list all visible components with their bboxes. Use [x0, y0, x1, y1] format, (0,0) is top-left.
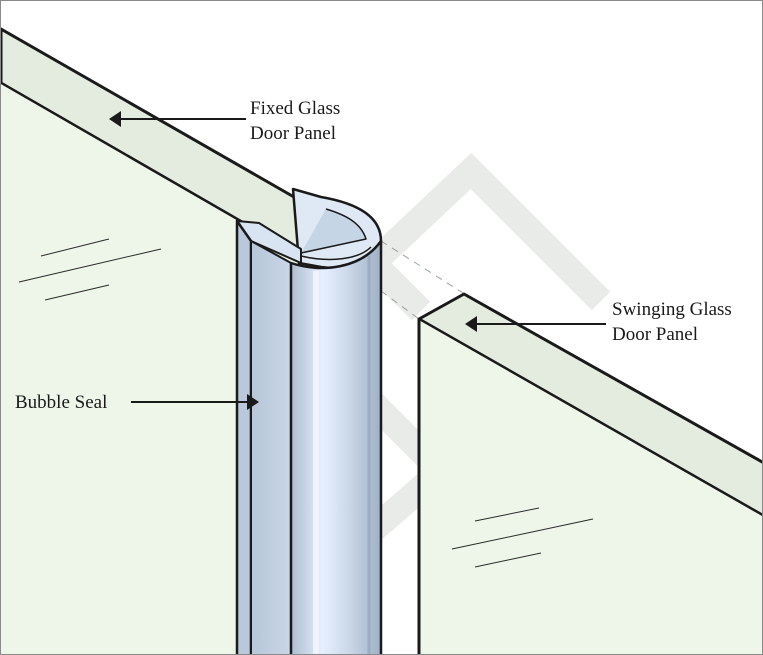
alignment-guides — [380, 240, 464, 320]
bubble-seal-label-text: Bubble Seal — [15, 392, 108, 413]
glass-reflection-lines-right — [451, 507, 594, 568]
bubble-seal-label: Bubble Seal — [15, 390, 107, 415]
swinging-panel-label-line2: Door Panel — [612, 324, 699, 345]
bubble-seal-arrow — [131, 394, 259, 410]
swinging-panel-label: Swinging Glass Door Panel — [612, 297, 732, 347]
fixed-panel-label-line2: Door Panel — [250, 123, 337, 144]
swinging-panel-arrow — [465, 316, 606, 332]
swinging-glass-panel — [417, 292, 762, 654]
swinging-panel-label-line1: Swinging Glass — [612, 299, 732, 320]
bubble-seal — [235, 187, 383, 654]
fixed-glass-panel — [1, 27, 303, 654]
leader-arrows — [109, 111, 606, 410]
fixed-panel-arrow — [109, 111, 246, 127]
fixed-panel-label: Fixed Glass Door Panel — [250, 96, 340, 146]
glass-reflection-lines — [18, 238, 162, 301]
fixed-panel-label-line1: Fixed Glass — [250, 98, 341, 119]
